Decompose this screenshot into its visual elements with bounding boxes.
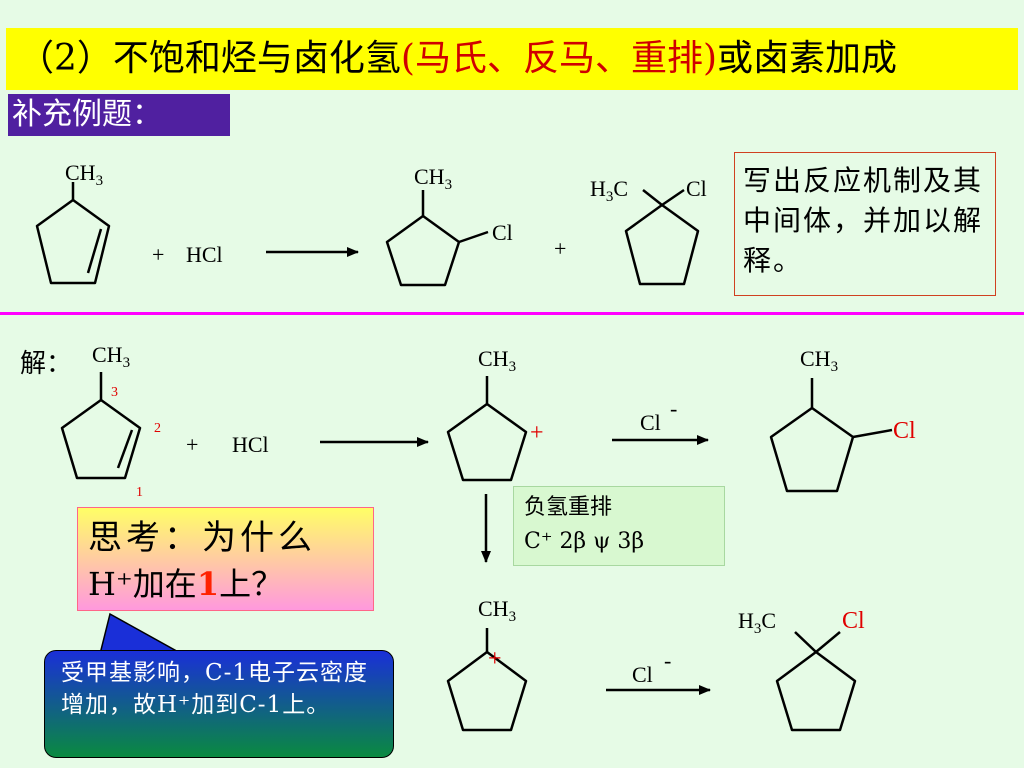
solution-double-bond [116, 429, 134, 469]
plus-sign-2: + [554, 236, 566, 261]
position-2-label: 2 [154, 421, 161, 436]
chloride-label-1: Cl [640, 410, 661, 435]
hcl-label-1: HCl [186, 242, 223, 267]
solution-product-ring-2 [775, 650, 857, 732]
answer-callout: 受甲基影响，C-1电子云密度增加，故H⁺加到C-1上。 [44, 650, 394, 758]
hydride-shift-note: 负氢重排 C⁺ 2β ψ 3β [513, 486, 725, 566]
position-1-label: 1 [136, 485, 143, 500]
title-highlight: 马氏、反马、重排 [414, 38, 703, 79]
tertiary-cation-charge: + [488, 646, 502, 672]
product-2-cl-label: Cl [686, 176, 707, 201]
plus-sign-1: + [152, 242, 164, 267]
solution-product-1-cl-label: Cl [893, 418, 916, 444]
task-box: 写出反应机制及其中间体，并加以解释。 [734, 152, 996, 296]
reactant-ring [35, 198, 111, 285]
solution-product-2-cl-label: Cl [842, 608, 865, 634]
hcl-label-2: HCl [232, 432, 269, 457]
section-tag: 补充例题： [8, 94, 230, 136]
secondary-cation-methyl-label: CH3 [478, 346, 516, 375]
section-tag-label: 补充例题： [12, 97, 162, 132]
solution-methyl-label: CH3 [92, 342, 130, 371]
chloride-label-2: Cl [632, 662, 653, 687]
product-1-methyl-label: CH3 [414, 164, 452, 193]
secondary-cation-ring [446, 402, 528, 482]
solution-product-2-h3c-label: H3C [738, 608, 776, 637]
solution-label: 解： [20, 349, 72, 378]
solution-product-2-cl-bond [815, 631, 841, 653]
secondary-cation-charge: + [530, 420, 544, 446]
hydride-shift-detail: C⁺ 2β ψ 3β [524, 529, 645, 554]
product-ring-1 [385, 214, 461, 287]
title-paren-close: ) [702, 38, 718, 79]
answer-text: 受甲基影响，C-1电子云密度增加，故H⁺加到C-1上。 [61, 660, 369, 718]
product-2-methyl-bond [642, 189, 663, 206]
chloride-charge-1: - [670, 396, 677, 421]
position-3-label: 3 [111, 385, 118, 400]
reactant-double-bond [86, 228, 103, 274]
think-question-highlight: 1 [196, 565, 220, 603]
title-suffix: 或卤素加成 [717, 38, 898, 79]
product-1-cl-bond [458, 230, 489, 244]
product-1-cl-label: Cl [492, 220, 513, 245]
title-paren-open: ( [400, 38, 415, 79]
slide-title: （2）不饱和烃与卤化氢(马氏、反马、重排)或卤素加成 [18, 36, 897, 82]
product-2-h3c-label: H3C [590, 176, 628, 205]
reactant-methyl-label: CH3 [65, 160, 103, 189]
chloride-charge-2: - [664, 648, 671, 673]
product-ring-2 [624, 203, 700, 286]
hydride-shift-title: 负氢重排 [524, 495, 613, 520]
solution-reactant-ring [60, 398, 142, 480]
plus-sign-3: + [186, 432, 198, 457]
solution-product-ring-1 [769, 406, 855, 493]
section-divider [0, 312, 1024, 315]
solution-product-2-methyl-bond [794, 631, 817, 653]
product-2-cl-bond [661, 188, 685, 207]
solution-product-1-cl-bond [852, 428, 893, 439]
solution-product-1-methyl-label: CH3 [800, 346, 838, 375]
think-question-box: 思考：为什么 H⁺加在1上？ [77, 507, 374, 611]
tertiary-cation-ring [446, 650, 528, 732]
think-question-line1: 思考：为什么 [88, 518, 316, 558]
think-question-line2: H⁺加在1上？ [88, 565, 284, 603]
task-text: 写出反应机制及其中间体，并加以解释。 [743, 164, 984, 277]
title-prefix: （2）不饱和烃与卤化氢 [18, 38, 401, 79]
tertiary-cation-methyl-label: CH3 [478, 596, 516, 625]
title-bar [6, 28, 1018, 90]
